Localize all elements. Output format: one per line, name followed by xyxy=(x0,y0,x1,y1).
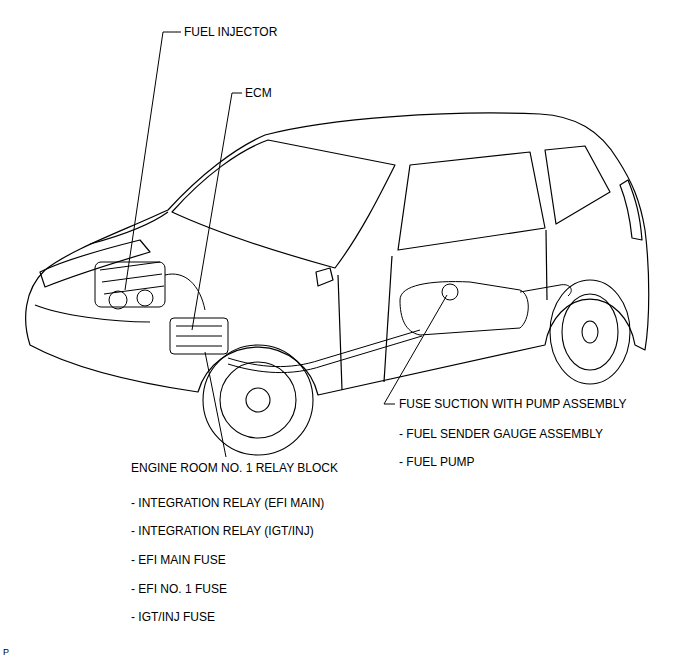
leader-line xyxy=(192,93,242,330)
door-line xyxy=(338,275,342,390)
leader-line xyxy=(384,295,447,404)
engine-block xyxy=(95,262,165,307)
fuel-line xyxy=(228,336,422,373)
engine-detail xyxy=(100,262,164,294)
leader-lines xyxy=(125,32,447,457)
rear-hub xyxy=(582,321,598,343)
rear-window xyxy=(545,146,610,224)
side-window xyxy=(398,152,545,250)
part-label: FUEL INJECTOR xyxy=(184,25,277,39)
front-hub xyxy=(246,388,270,412)
door-line xyxy=(384,256,392,382)
door-line xyxy=(546,230,547,300)
part-label: - EFI NO. 1 FUSE xyxy=(131,582,227,596)
mirror xyxy=(316,268,333,286)
ecm-box xyxy=(170,318,228,354)
rear-rim xyxy=(562,294,618,370)
engine-part xyxy=(109,291,127,309)
hood-line xyxy=(90,212,168,244)
part-label: ECM xyxy=(245,86,272,100)
leader-line xyxy=(205,352,226,457)
part-label: - FUEL PUMP xyxy=(399,455,475,469)
rear-tire xyxy=(550,280,630,384)
engine-part xyxy=(137,290,153,306)
rear-light xyxy=(620,180,642,240)
part-label: - INTEGRATION RELAY (IGT/INJ) xyxy=(131,524,314,538)
grille xyxy=(35,305,150,322)
body-outline xyxy=(26,113,649,395)
part-label: - EFI MAIN FUSE xyxy=(131,553,226,567)
fuel-pump xyxy=(442,284,458,300)
engine xyxy=(95,262,228,354)
leader-line xyxy=(125,32,181,290)
wheels xyxy=(203,280,630,455)
fuel-line xyxy=(228,330,420,367)
front-tire xyxy=(203,345,313,455)
relay-detail xyxy=(176,326,222,346)
part-label: - FUEL SENDER GAUGE ASSEMBLY xyxy=(399,427,603,441)
fuel-system xyxy=(228,282,571,373)
intake xyxy=(165,274,205,310)
front-rim xyxy=(220,362,296,438)
part-label: P xyxy=(3,645,9,659)
filler-pipe xyxy=(520,285,571,296)
part-label: - IGT/INJ FUSE xyxy=(131,610,215,624)
part-label: - INTEGRATION RELAY (EFI MAIN) xyxy=(131,496,324,510)
part-label: ENGINE ROOM NO. 1 RELAY BLOCK xyxy=(131,461,338,475)
part-label: FUSE SUCTION WITH PUMP ASSEMBLY xyxy=(399,397,627,411)
fuel-tank xyxy=(400,282,528,335)
car-body xyxy=(26,113,649,395)
